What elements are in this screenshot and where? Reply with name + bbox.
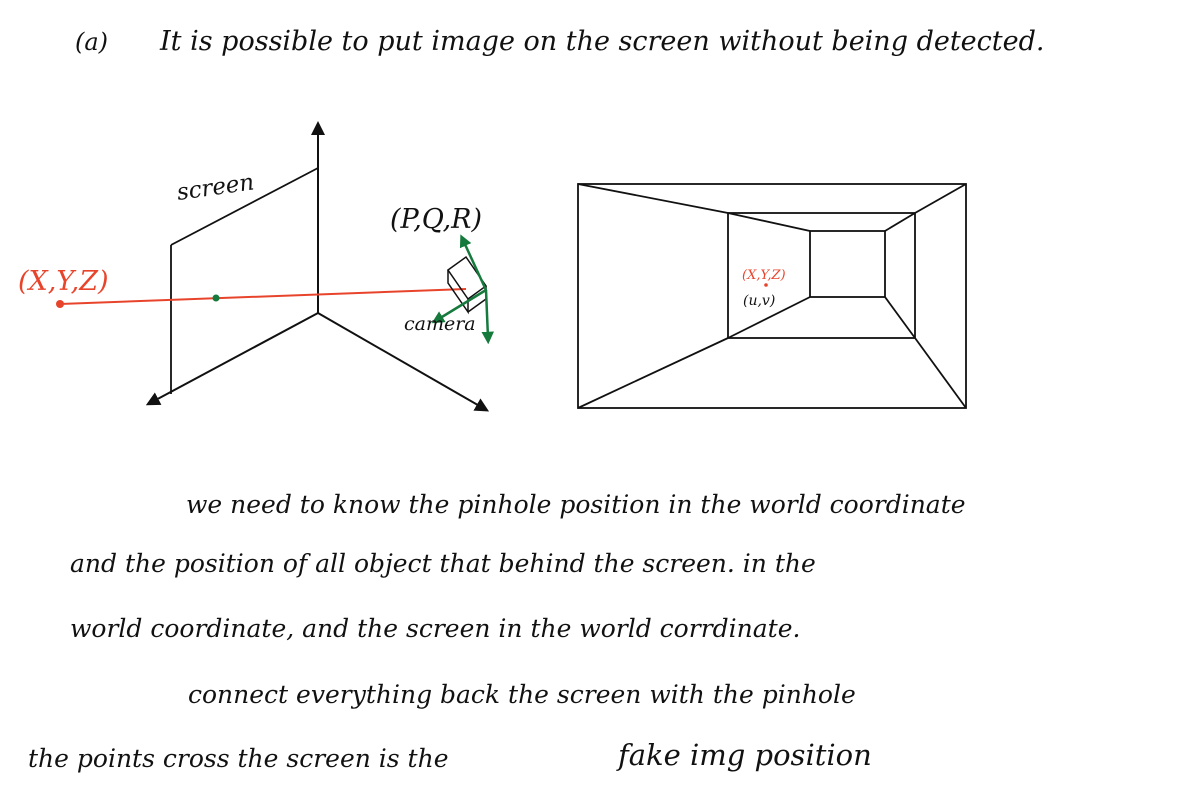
axes-3d <box>145 121 490 412</box>
note-line-2: and the position of all object that behi… <box>70 549 816 578</box>
note-line-1: we need to know the pinhole position in … <box>186 490 966 519</box>
world-point-label: (X,Y,Z) <box>18 266 109 297</box>
screen-plane <box>170 167 319 394</box>
axis-right <box>317 312 490 412</box>
camera-position-label: (P,Q,R) <box>390 204 482 235</box>
perspective-room <box>577 183 967 409</box>
note-line-5-start: the points cross the screen is the <box>28 744 449 773</box>
screen-intersection-point <box>212 294 220 302</box>
heading-text: It is possible to put image on the scree… <box>160 26 1045 57</box>
note-line-3: world coordinate, and the screen in the … <box>70 614 801 643</box>
camera-label: camera <box>404 313 476 335</box>
camera-axes <box>431 234 494 345</box>
screen-label: screen <box>175 169 256 206</box>
image-point-world-label: (X,Y,Z) <box>742 268 786 283</box>
image-point <box>764 283 768 287</box>
image-point-uv-label: (u,v) <box>743 293 775 309</box>
diagrams: screen (X,Y,Z) (P,Q,R) camera (X,Y,Z) (u… <box>18 121 967 412</box>
heading-label: (a) <box>75 28 109 56</box>
inner-frame <box>809 230 886 298</box>
outer-frame <box>577 183 967 409</box>
projection-ray <box>56 288 467 308</box>
middle-frame <box>727 212 916 339</box>
world-point <box>56 300 64 308</box>
note-line-5-end: fake img position <box>618 738 872 772</box>
camera-icon <box>446 255 488 315</box>
note-line-4: connect everything back the screen with … <box>188 680 856 709</box>
axis-left <box>145 312 319 406</box>
